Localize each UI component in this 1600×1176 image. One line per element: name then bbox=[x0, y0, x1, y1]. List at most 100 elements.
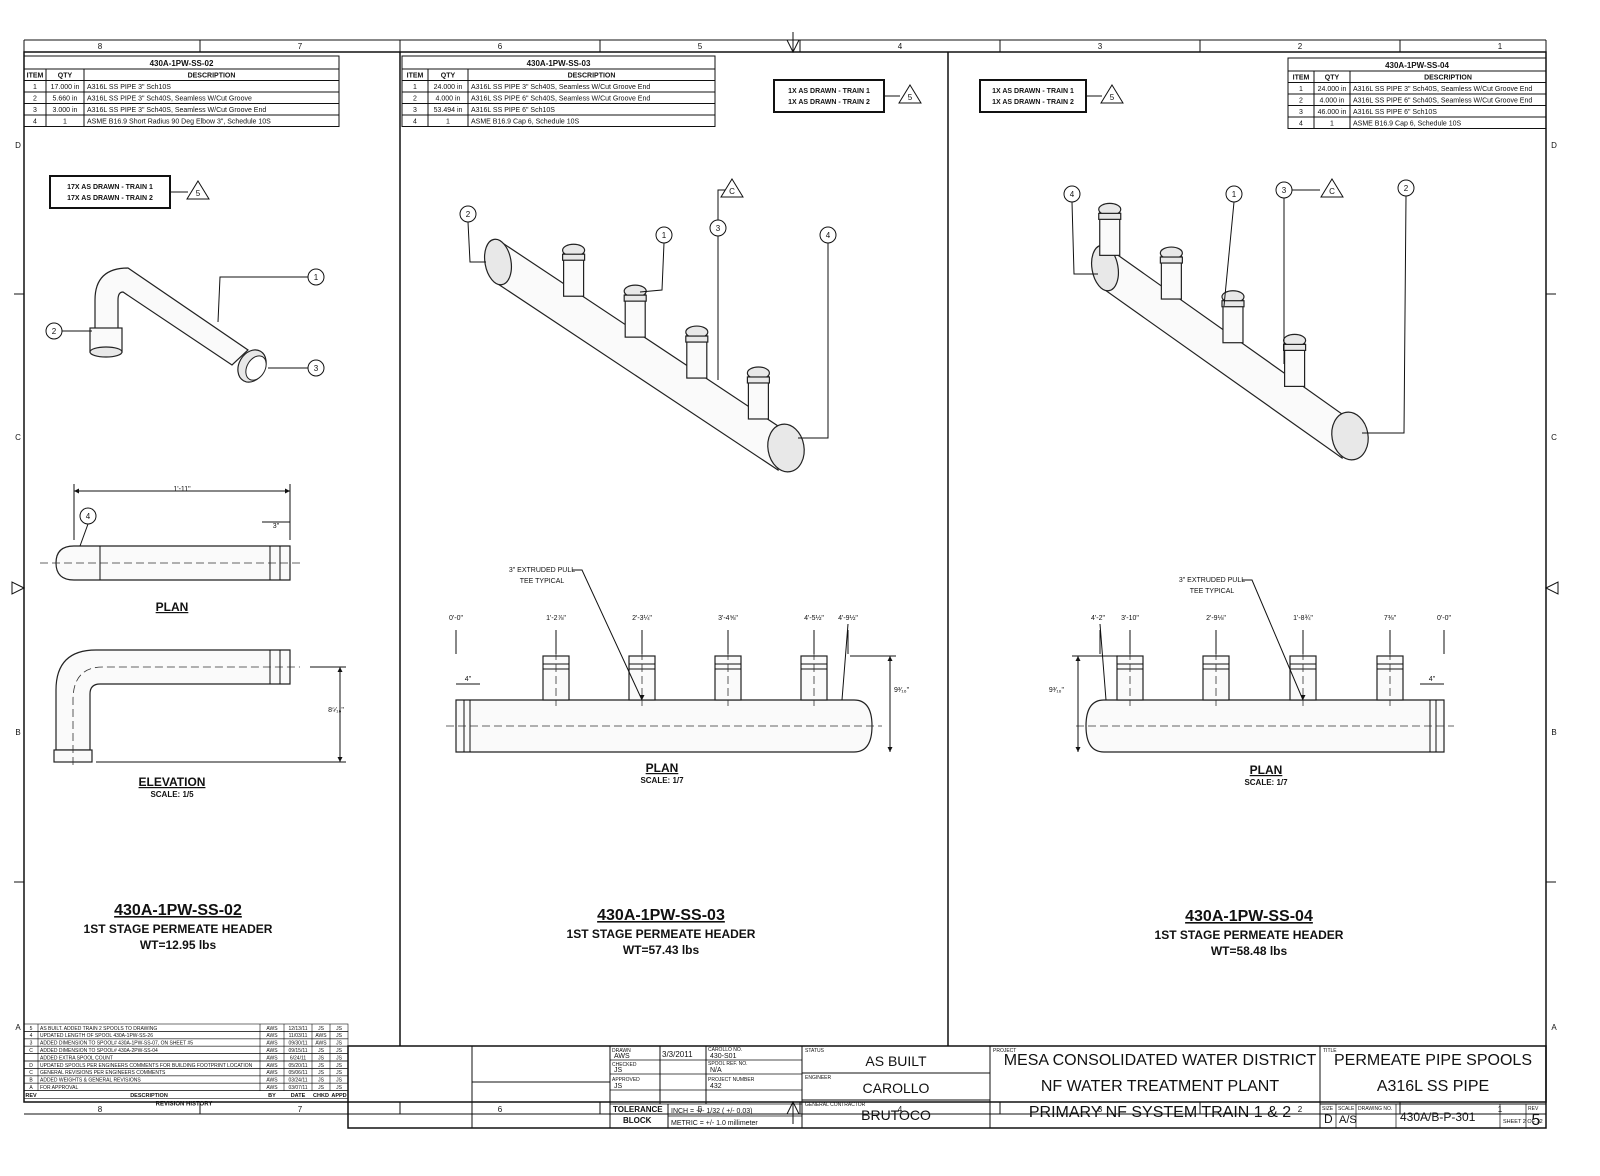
rev-cell: ADDED DIMENSION TO SPOOL# 430A-2PW-SS-04 bbox=[40, 1048, 158, 1054]
rev-cell: JS bbox=[336, 1078, 343, 1084]
tb-job-no: 432 bbox=[710, 1083, 722, 1090]
rev-cell: UPDATED SPOOLS PER ENGINEERS COMMENTS FO… bbox=[40, 1063, 253, 1069]
rev-cell: AWS bbox=[266, 1041, 278, 1047]
note-revision-triangle bbox=[1100, 84, 1124, 104]
tb-label: SIZE bbox=[1322, 1106, 1334, 1112]
tb-scale: A/S bbox=[1339, 1114, 1357, 1126]
revision-triangle-c bbox=[1320, 178, 1344, 198]
bom-cell: A316L SS PIPE 3" Sch10S bbox=[87, 84, 171, 91]
revision-number: C bbox=[1329, 187, 1335, 196]
tb-engineer: CAROLLO bbox=[863, 1080, 930, 1096]
rev-cell: JS bbox=[336, 1026, 343, 1032]
tee-leader bbox=[572, 569, 643, 701]
zone-column-label: 7 bbox=[298, 1105, 303, 1114]
zone-column-label: 3 bbox=[1098, 1105, 1103, 1114]
tb-size: D bbox=[1324, 1112, 1333, 1126]
zone-column-label: 5 bbox=[698, 1105, 703, 1114]
spool-name: 430A-1PW-SS-03 bbox=[597, 907, 725, 924]
rev-cell: 05/06/11 bbox=[288, 1070, 307, 1076]
arrowhead bbox=[74, 488, 79, 494]
tb-label: PROJECT NUMBER bbox=[708, 1077, 755, 1083]
callout-leader bbox=[798, 243, 829, 439]
position-dim: 2'-3¼" bbox=[632, 615, 652, 622]
iso-branch-groove bbox=[746, 376, 771, 384]
position-dim: 1'-2⅞" bbox=[546, 615, 566, 622]
tb-label: CHECKED bbox=[612, 1062, 637, 1068]
rev-cell: JS bbox=[318, 1026, 325, 1032]
rev-cell: ADDED DIMENSION TO SPOOL# 430A-1PW-SS-07… bbox=[40, 1041, 193, 1047]
rev-cell: 6/24/11 bbox=[290, 1055, 307, 1061]
rev-cell: AWS bbox=[315, 1041, 327, 1047]
position-dim: 1'-8¾" bbox=[1293, 615, 1313, 622]
bom-title: 430A-1PW-SS-02 bbox=[150, 59, 214, 68]
bom-cell: 1 bbox=[33, 84, 37, 91]
bom-header: ITEM bbox=[407, 73, 424, 80]
bom-header: QTY bbox=[1325, 75, 1340, 82]
rev-cell: A bbox=[29, 1085, 33, 1091]
zone-row-label: A bbox=[15, 1023, 21, 1032]
callout-number: 3 bbox=[716, 224, 721, 233]
tb-label: SPOOL REF. NO. bbox=[708, 1061, 748, 1067]
bom-header: DESCRIPTION bbox=[1424, 75, 1472, 82]
arrowhead bbox=[639, 695, 645, 700]
rev-cell: ADDED WEIGHTS & GENERAL REVISIONS bbox=[40, 1078, 141, 1084]
train-note-line: 1X AS DRAWN - TRAIN 1 bbox=[992, 88, 1074, 95]
rev-cell: 03/24/11 bbox=[288, 1078, 307, 1084]
callout-leader bbox=[639, 242, 665, 293]
bom-cell: A316L SS PIPE 3" Sch40S, Seamless W/Cut … bbox=[1353, 86, 1532, 93]
rev-cell: JS bbox=[336, 1033, 343, 1039]
train-note-line: 1X AS DRAWN - TRAIN 1 bbox=[788, 88, 870, 95]
tb-title-line: PERMEATE PIPE SPOOLS bbox=[1334, 1052, 1532, 1069]
callout-number: 1 bbox=[662, 231, 667, 240]
callout-number: 2 bbox=[466, 210, 471, 219]
tb-status: AS BUILT bbox=[865, 1053, 927, 1069]
bom-cell: A316L SS PIPE 3" Sch40S, Seamless W/Cut … bbox=[471, 84, 650, 91]
iso-branch-groove bbox=[1282, 343, 1307, 351]
tb-drawn: AWS bbox=[614, 1053, 630, 1060]
rev-header: BY bbox=[268, 1093, 276, 1099]
rev-cell: AWS bbox=[266, 1085, 278, 1091]
spool-weight: WT=58.48 lbs bbox=[1211, 944, 1288, 958]
tb-label: ENGINEER bbox=[805, 1075, 832, 1081]
zone-row-label: B bbox=[1551, 728, 1556, 737]
arrowhead bbox=[1075, 747, 1081, 752]
revision-triangle-c bbox=[720, 178, 744, 198]
plan-label: PLAN bbox=[156, 600, 189, 614]
rev-header: DESCRIPTION bbox=[130, 1093, 168, 1099]
rev-cell: UPDATED LENGTH OF SPOOL 430A-1PW-SS-26 bbox=[40, 1033, 153, 1039]
bom-cell: 24.000 in bbox=[434, 84, 463, 91]
spool-service: 1ST STAGE PERMEATE HEADER bbox=[567, 927, 756, 941]
zone-column-label: 4 bbox=[898, 1105, 903, 1114]
iso-branch-groove bbox=[561, 253, 586, 261]
callout-number: 3 bbox=[1282, 186, 1287, 195]
callout-leader bbox=[79, 523, 89, 547]
train-note-line: 17X AS DRAWN - TRAIN 2 bbox=[67, 195, 153, 202]
rev-cell: 5 bbox=[30, 1026, 33, 1032]
callout-leader bbox=[217, 276, 308, 323]
tb-approved: JS bbox=[614, 1083, 623, 1090]
zone-row-label: C bbox=[1551, 433, 1557, 442]
rev-header: CHKD bbox=[313, 1093, 329, 1099]
tb-contractor: BRUTOCO bbox=[861, 1107, 931, 1123]
rev-cell: 11/03/11 bbox=[289, 1033, 308, 1039]
bom-cell: 5.660 in bbox=[53, 96, 78, 103]
bom-cell: 4 bbox=[1299, 121, 1303, 128]
rev-cell: 12/13/11 bbox=[288, 1026, 307, 1032]
iso-header-body bbox=[1104, 244, 1343, 460]
tb-label: REV bbox=[1528, 1106, 1539, 1112]
rev-cell: JS bbox=[318, 1055, 325, 1061]
plan-label: PLAN bbox=[1250, 763, 1283, 777]
train-note-line: 17X AS DRAWN - TRAIN 1 bbox=[67, 184, 153, 191]
arrowhead bbox=[1300, 695, 1306, 700]
arrowhead bbox=[887, 747, 893, 752]
zone-row-label: C bbox=[15, 433, 21, 442]
rev-cell: 09/30/11 bbox=[288, 1041, 307, 1047]
iso-branch-groove bbox=[1221, 300, 1245, 308]
tb-label: TITLE bbox=[1323, 1048, 1337, 1054]
callout-leader bbox=[1223, 201, 1235, 307]
rev-header: REV bbox=[25, 1093, 37, 1099]
revision-number: 5 bbox=[908, 93, 913, 102]
tee-note: TEE TYPICAL bbox=[520, 578, 565, 585]
tb-project-line: MESA CONSOLIDATED WATER DISTRICT bbox=[1004, 1052, 1317, 1069]
